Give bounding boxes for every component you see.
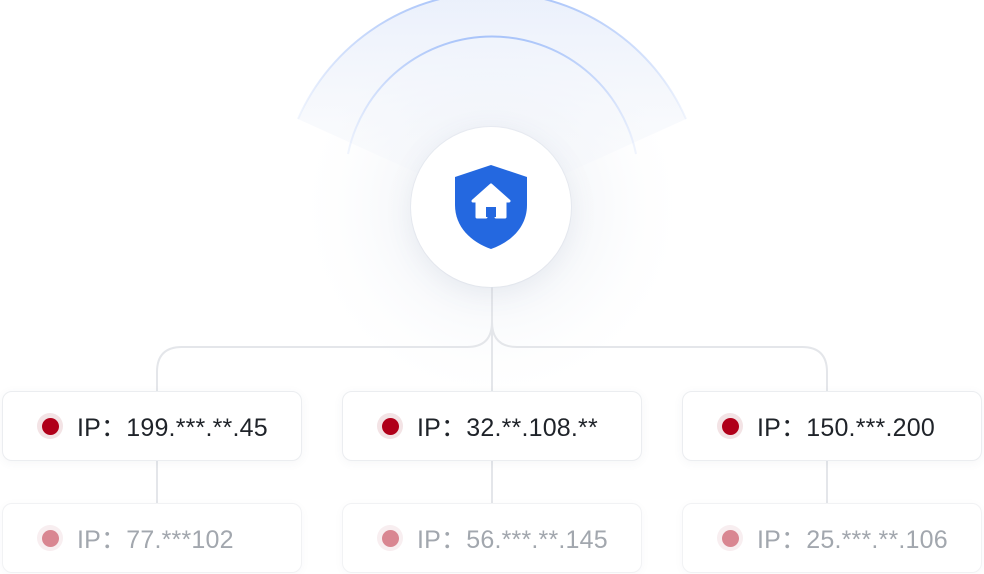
status-dot-icon xyxy=(377,413,403,439)
ip-card-primary: IP：199.***.**.45 xyxy=(2,391,302,461)
status-dot-icon xyxy=(377,525,403,551)
status-dot-icon xyxy=(717,413,743,439)
wifi-arc-outer xyxy=(297,0,687,120)
shield-home-icon xyxy=(455,165,527,249)
status-dot-icon xyxy=(37,413,63,439)
wifi-arc-inner xyxy=(347,35,637,155)
ip-address-text: IP：25.***.**.106 xyxy=(757,526,948,554)
ip-address-text: IP：150.***.200 xyxy=(757,414,935,442)
ip-card-secondary: IP：56.***.**.145 xyxy=(342,503,642,573)
ip-card-primary: IP：150.***.200 xyxy=(682,391,982,461)
ip-address-text: IP：32.**.108.** xyxy=(417,414,598,442)
ip-address-text: IP：199.***.**.45 xyxy=(77,414,268,442)
status-dot-icon xyxy=(717,525,743,551)
ip-address-text: IP：77.***102 xyxy=(77,526,234,554)
wifi-fan xyxy=(298,0,686,207)
protection-hub xyxy=(411,127,571,287)
connector-lines xyxy=(156,287,828,503)
ip-address-text: IP：56.***.**.145 xyxy=(417,526,608,554)
ip-card-primary: IP：32.**.108.** xyxy=(342,391,642,461)
ip-card-secondary: IP：77.***102 xyxy=(2,503,302,573)
ip-card-secondary: IP：25.***.**.106 xyxy=(682,503,982,573)
status-dot-icon xyxy=(37,525,63,551)
